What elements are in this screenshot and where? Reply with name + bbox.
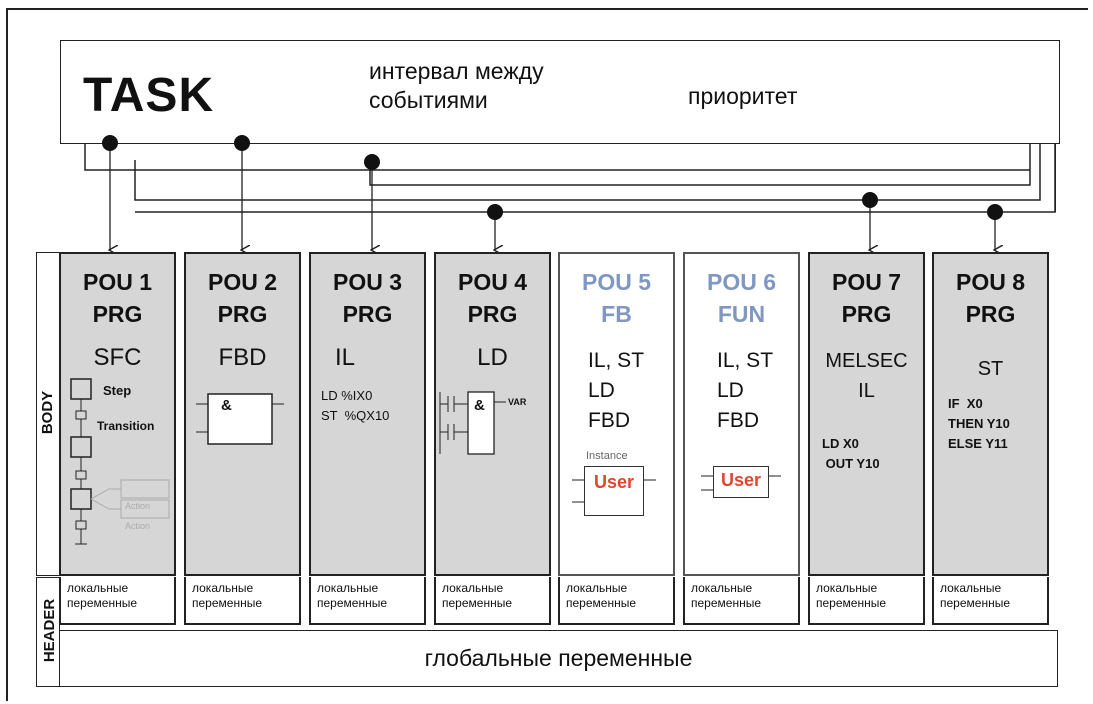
pou-type: PRG bbox=[841, 301, 892, 327]
pou-5: POU 5 FB IL, ST LD FBD Instance User bbox=[558, 252, 675, 576]
pou-2: POU 2 PRG FBD & bbox=[184, 252, 301, 576]
pou-type: PRG bbox=[342, 301, 393, 327]
task-interval-label: интервал между событиями bbox=[369, 58, 544, 113]
pou-6: POU 6 FUN IL, ST LD FBD User bbox=[683, 252, 800, 576]
sfc-diagram bbox=[70, 378, 170, 545]
il-code: LD %IX0 ST %QX10 bbox=[321, 388, 390, 423]
pou-name: POU 2 bbox=[207, 269, 278, 295]
arrow-dot-pou2 bbox=[234, 135, 250, 151]
diagram-frame bbox=[6, 8, 1088, 701]
pou-7: POU 7 PRG MELSEC IL LD X0 OUT Y10 bbox=[808, 252, 925, 576]
local-vars-pou-8: локальные переменные bbox=[932, 577, 1049, 625]
header-label: HEADER bbox=[41, 598, 59, 663]
pou-name: POU 1 bbox=[82, 269, 153, 295]
task-title: TASK bbox=[83, 69, 215, 122]
pou-language: MELSEC IL bbox=[825, 350, 908, 402]
pou-name: POU 3 bbox=[332, 269, 403, 295]
pou-language: LD bbox=[477, 344, 508, 371]
pou-type: PRG bbox=[965, 301, 1016, 327]
ld-diagram bbox=[439, 391, 506, 455]
arrow-dot-pou4 bbox=[487, 204, 503, 220]
local-vars-pou-3: локальные переменные bbox=[309, 577, 426, 625]
instance-label: Instance bbox=[586, 450, 628, 462]
pou-name: POU 8 bbox=[955, 269, 1026, 295]
arrow-dot-pou7 bbox=[862, 192, 878, 208]
pou-3: POU 3 PRG IL LD %IX0 ST %QX10 bbox=[309, 252, 426, 576]
task-box bbox=[60, 40, 1060, 144]
sfc-action-label-1: Action bbox=[125, 501, 151, 511]
user-block-pins bbox=[701, 475, 781, 491]
fbd-and-label: & bbox=[221, 397, 232, 414]
ld-and-label: & bbox=[474, 397, 485, 414]
user-block-pins bbox=[572, 479, 656, 503]
pou-language: FBD bbox=[218, 344, 267, 371]
arrow-dot-pou1 bbox=[102, 135, 118, 151]
pou-name: POU 4 bbox=[457, 269, 528, 295]
pou-name: POU 6 bbox=[706, 269, 777, 295]
pou-8: POU 8 PRG ST IF X0 THEN Y10 ELSE Y11 bbox=[932, 252, 1049, 576]
local-vars-pou-4: локальные переменные bbox=[434, 577, 551, 625]
fbd-block bbox=[196, 393, 284, 445]
sfc-transition-label: Transition bbox=[97, 419, 155, 433]
user-block: User bbox=[584, 466, 644, 516]
pou-type: PRG bbox=[217, 301, 268, 327]
pou-language: IL, ST LD FBD bbox=[717, 349, 774, 432]
global-variables: глобальные переменные bbox=[59, 630, 1058, 687]
pou-4: POU 4 PRG LD & VAR bbox=[434, 252, 551, 576]
pou-type: FUN bbox=[717, 301, 766, 327]
pou-language: ST bbox=[977, 358, 1004, 380]
pou-type: FB bbox=[601, 301, 632, 327]
pou-type: PRG bbox=[92, 301, 143, 327]
local-vars-pou-1: локальные переменные bbox=[59, 577, 176, 625]
melsec-code: LD X0 OUT Y10 bbox=[822, 436, 880, 471]
pou-1: POU 1 PRG SFC Step Transition Action Act… bbox=[59, 252, 176, 576]
pou-name: POU 7 bbox=[831, 269, 902, 295]
pou-type: PRG bbox=[467, 301, 518, 327]
local-vars-pou-5: локальные переменные bbox=[558, 577, 675, 625]
user-block: User bbox=[713, 466, 769, 498]
pou-language: IL bbox=[335, 344, 356, 371]
task-priority-label: приоритет bbox=[688, 83, 798, 109]
arrow-dot-pou3 bbox=[364, 154, 380, 170]
local-vars-pou-6: локальные переменные bbox=[683, 577, 800, 625]
sfc-step-label: Step bbox=[103, 383, 132, 398]
pou-language: SFC bbox=[93, 344, 142, 371]
ld-var-label: VAR bbox=[508, 397, 527, 407]
body-label: BODY bbox=[39, 390, 57, 435]
st-code: IF X0 THEN Y10 ELSE Y11 bbox=[948, 396, 1010, 451]
arrow-dot-pou8 bbox=[987, 204, 1003, 220]
local-vars-pou-2: локальные переменные bbox=[184, 577, 301, 625]
sfc-action-label-2: Action bbox=[125, 521, 151, 531]
local-vars-pou-7: локальные переменные bbox=[808, 577, 925, 625]
pou-language: IL, ST LD FBD bbox=[588, 349, 645, 432]
pou-name: POU 5 bbox=[581, 269, 652, 295]
